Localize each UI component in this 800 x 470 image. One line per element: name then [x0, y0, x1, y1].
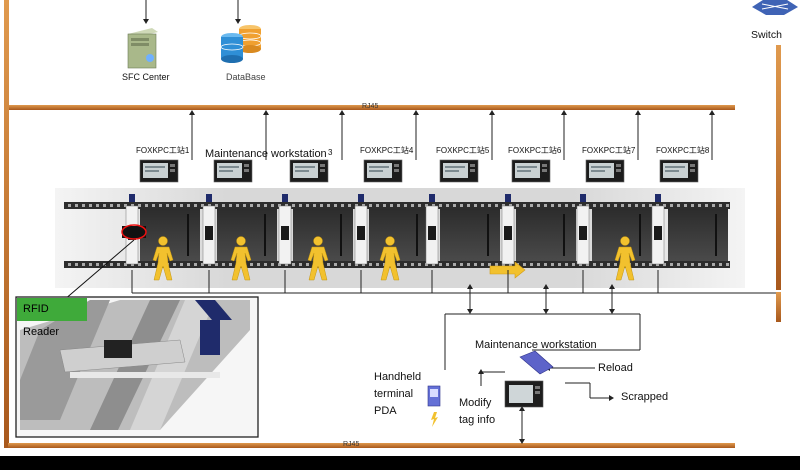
- lightning-icon: [431, 412, 438, 427]
- rfid-writer-icon: [519, 350, 554, 375]
- modify-line-1: Modify: [459, 397, 492, 409]
- station-monitor-7: [585, 159, 625, 183]
- station-monitor-3: [289, 159, 329, 183]
- scrapped-label: Scrapped: [621, 391, 669, 403]
- production-line: [55, 188, 745, 288]
- rfid-reader-marker: [121, 224, 147, 240]
- station-monitor-6: [511, 159, 551, 183]
- bus-bottom: [8, 443, 735, 448]
- jig-6: [501, 194, 515, 265]
- database-label: DataBase: [226, 72, 266, 82]
- inset-pointer: [63, 239, 135, 301]
- modify-line-2: tag info: [459, 414, 496, 426]
- station-label-4: FOXKPC工站4: [360, 146, 414, 155]
- rfid-reader-inset: [15, 239, 259, 438]
- bus-left: [4, 0, 9, 448]
- work-cell-5: [440, 209, 500, 261]
- work-cell-8: [668, 209, 728, 261]
- bus-right-lower: [776, 292, 781, 322]
- maintenance-title: Maintenance workstation: [475, 339, 597, 351]
- handheld-line-3: PDA: [374, 405, 397, 417]
- database-node: [220, 0, 262, 63]
- switch-icon: [752, 0, 798, 15]
- station-monitors: [139, 159, 699, 183]
- jig-5: [425, 194, 439, 265]
- jig-2: [202, 194, 216, 265]
- database-icon: [220, 25, 262, 63]
- sfc-server-node: [127, 0, 158, 69]
- station-monitor-1: [139, 159, 179, 183]
- jig-4: [354, 194, 368, 265]
- rfid-reader-device-icon: [104, 340, 132, 358]
- station-label-1: FOXKPC工站1: [136, 146, 190, 155]
- bus-port-label: RJ45: [362, 103, 378, 110]
- station-monitor-8: [659, 159, 699, 183]
- jig-8: [651, 194, 665, 265]
- reload-label: Reload: [598, 362, 633, 374]
- handheld-line-1: Handheld: [374, 371, 422, 383]
- jig-7: [576, 194, 590, 265]
- work-cell-4: [369, 209, 429, 261]
- bus-right: [776, 45, 781, 290]
- sfc-center-label: SFC Center: [122, 72, 170, 82]
- station-label-6: FOXKPC工站6: [508, 146, 562, 155]
- bus-port-label: RJ45: [343, 441, 359, 448]
- work-cell-6: [516, 209, 576, 261]
- bus-top: [8, 105, 735, 110]
- station-label-5: FOXKPC工站5: [436, 146, 490, 155]
- station-links: [189, 110, 715, 160]
- worker-icon: [152, 236, 174, 281]
- network-bus: [4, 0, 781, 448]
- station-label-7: FOXKPC工站7: [582, 146, 636, 155]
- switch-node: [752, 0, 798, 15]
- station-monitor-4: [363, 159, 403, 183]
- station-label-3: 3: [328, 148, 333, 157]
- worker-icon: [379, 236, 401, 281]
- maintenance-workstation-device: [504, 350, 554, 408]
- bottom-bar: [0, 456, 800, 470]
- maintenance-top-label: Maintenance workstation: [205, 148, 327, 160]
- jig-3: [278, 194, 292, 265]
- server-icon: [127, 28, 158, 69]
- handheld-line-2: terminal: [374, 388, 414, 400]
- station-monitor-5: [439, 159, 479, 183]
- worker-icon: [230, 236, 252, 281]
- station-monitor-2: [213, 159, 253, 183]
- handheld-pda: [427, 385, 441, 427]
- switch-label: Switch: [751, 29, 782, 41]
- station-label-8: FOXKPC工站8: [656, 146, 710, 155]
- worker-icon: [614, 236, 636, 281]
- rfid-reader-label: RFID Reader: [17, 298, 87, 338]
- worker-icon: [307, 236, 329, 281]
